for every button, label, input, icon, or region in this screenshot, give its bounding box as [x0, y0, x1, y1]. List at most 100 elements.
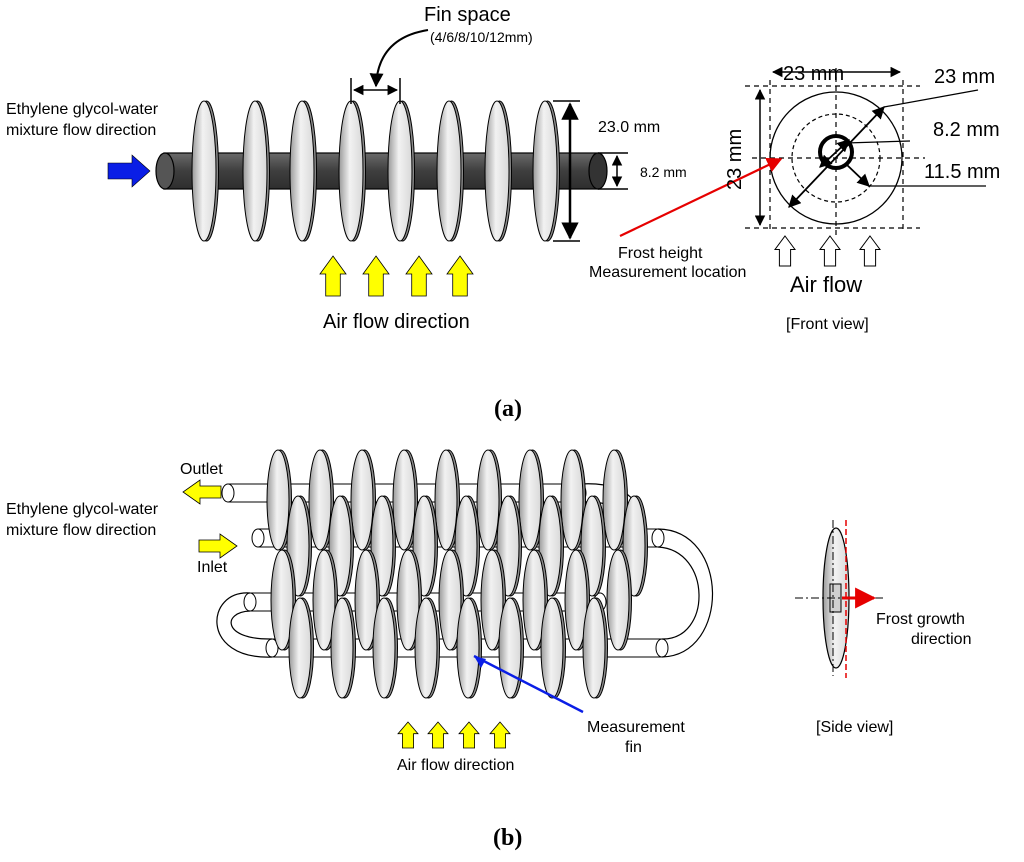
fin [242, 100, 268, 242]
outlet-label: Outlet [180, 461, 223, 478]
air-arrow [859, 235, 881, 267]
coolant-label-line1: Ethylene glycol-water [6, 101, 159, 118]
air-flow-b-label: Air flow direction [397, 757, 514, 774]
fin [480, 549, 504, 651]
air-flow-arrows [319, 255, 474, 297]
fin [484, 100, 510, 242]
air-arrow [362, 255, 390, 297]
measurement-fin-pointer [473, 654, 584, 714]
coolant-label-line2: mixture flow direction [6, 122, 156, 139]
u-bend [657, 546, 700, 640]
panel-b: Outlet Ethylene glycol-water mixture flo… [6, 449, 971, 851]
fins [191, 100, 560, 242]
fin [396, 549, 420, 651]
finned-tube-a [155, 100, 608, 242]
measurement-pointer-head [474, 656, 486, 668]
fin [476, 449, 500, 551]
front-tube-label: 8.2 mm [933, 119, 1000, 141]
heat-exchanger-coil [216, 449, 714, 714]
fin [456, 597, 480, 699]
fin [372, 597, 396, 699]
front-width-label: 23 mm [783, 63, 844, 85]
fin [532, 100, 558, 242]
u-bend [657, 528, 714, 658]
panel-a: Ethylene glycol-water mixture flow direc… [6, 4, 1000, 422]
fin-space-values: (4/6/8/10/12mm) [430, 29, 533, 45]
fin [518, 449, 542, 551]
coil-fins [266, 449, 648, 699]
coolant-b-line1: Ethylene glycol-water [6, 501, 159, 518]
inlet-label: Inlet [197, 559, 228, 576]
fin-space-dimension [350, 29, 429, 104]
fin [602, 449, 626, 551]
u-bend [216, 592, 273, 658]
fin-outline [769, 91, 903, 225]
frost-growth-line1: Frost growth [876, 611, 965, 628]
air-arrow [405, 255, 433, 297]
front-view-label: [Front view] [786, 316, 869, 333]
fin [522, 549, 546, 651]
side-view-label: [Side view] [816, 719, 893, 736]
fin [288, 597, 312, 699]
tube-end [651, 528, 665, 548]
fin-diameter-dimension [553, 100, 628, 242]
front-mid-label: 11.5 mm [924, 161, 1000, 183]
fin [560, 449, 584, 551]
fin [270, 549, 294, 651]
fin [436, 100, 462, 242]
tube-end [243, 592, 257, 612]
fin [387, 100, 413, 242]
air-arrow [427, 721, 449, 749]
fin [289, 100, 315, 242]
air-flow-arrows-b [397, 721, 511, 749]
front-view [619, 66, 986, 267]
fin [312, 549, 336, 651]
front-diag-label: 23 mm [934, 66, 995, 88]
front-height-label: 23 mm [724, 129, 746, 190]
air-arrow [446, 255, 474, 297]
fin-diameter-label: 23.0 mm [598, 119, 660, 136]
fin [338, 100, 364, 242]
fin [191, 100, 217, 242]
measurement-line1: Measurement [587, 719, 685, 736]
fin [498, 597, 522, 699]
air-arrow [819, 235, 841, 267]
air-arrow [489, 721, 511, 749]
fin [414, 597, 438, 699]
side-view [795, 520, 884, 678]
fin [434, 449, 458, 551]
u-bend [230, 610, 273, 640]
fin [564, 549, 588, 651]
fin-space-title: Fin space [424, 4, 511, 26]
measurement-line2: fin [625, 739, 642, 756]
tube-end [655, 638, 669, 658]
coolant-arrow-a [107, 154, 151, 188]
tube-end [251, 528, 265, 548]
tube-end-left [155, 152, 175, 190]
panel-b-label: (b) [493, 825, 522, 851]
air-arrow [774, 235, 796, 267]
air-flow-label: Air flow direction [323, 311, 470, 333]
tube-diameter-label: 8.2 mm [640, 164, 687, 180]
fin [354, 549, 378, 651]
inlet-arrow [198, 533, 238, 559]
fin [582, 597, 606, 699]
frost-growth-line2: direction [911, 631, 971, 648]
tube-end [221, 483, 235, 503]
front-air-label: Air flow [790, 272, 862, 297]
coolant-b-line2: mixture flow direction [6, 522, 156, 539]
tube-end-right [588, 152, 608, 190]
air-arrow [319, 255, 347, 297]
frost-height-line2: Measurement location [589, 264, 746, 281]
fin [266, 449, 290, 551]
fin [308, 449, 332, 551]
front-air-arrows [774, 235, 881, 267]
fin [438, 549, 462, 651]
outlet-arrow [182, 479, 222, 505]
fin [606, 549, 630, 651]
panel-a-label: (a) [494, 396, 522, 422]
fin [330, 597, 354, 699]
fin [540, 597, 564, 699]
